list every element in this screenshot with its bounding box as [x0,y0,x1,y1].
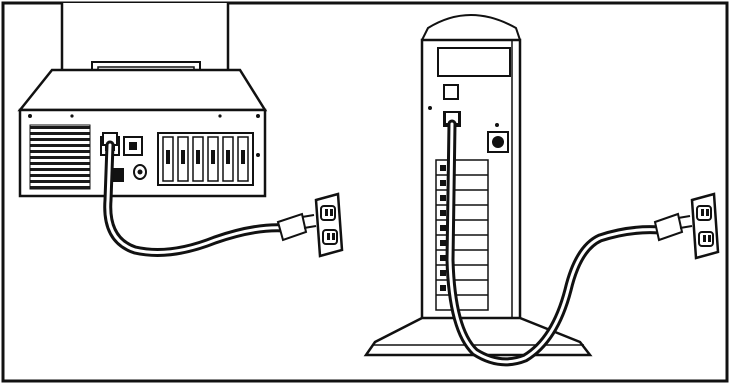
power-cord-icon [444,111,693,367]
wall-outlet-icon [690,192,720,260]
wall-outlet-icon [314,192,344,258]
power-cord-icon [102,132,317,257]
desktop-computer-icon [17,3,268,198]
vent-grille [29,124,91,190]
expansion-slots [157,132,254,186]
desktop-case-back [17,68,268,198]
